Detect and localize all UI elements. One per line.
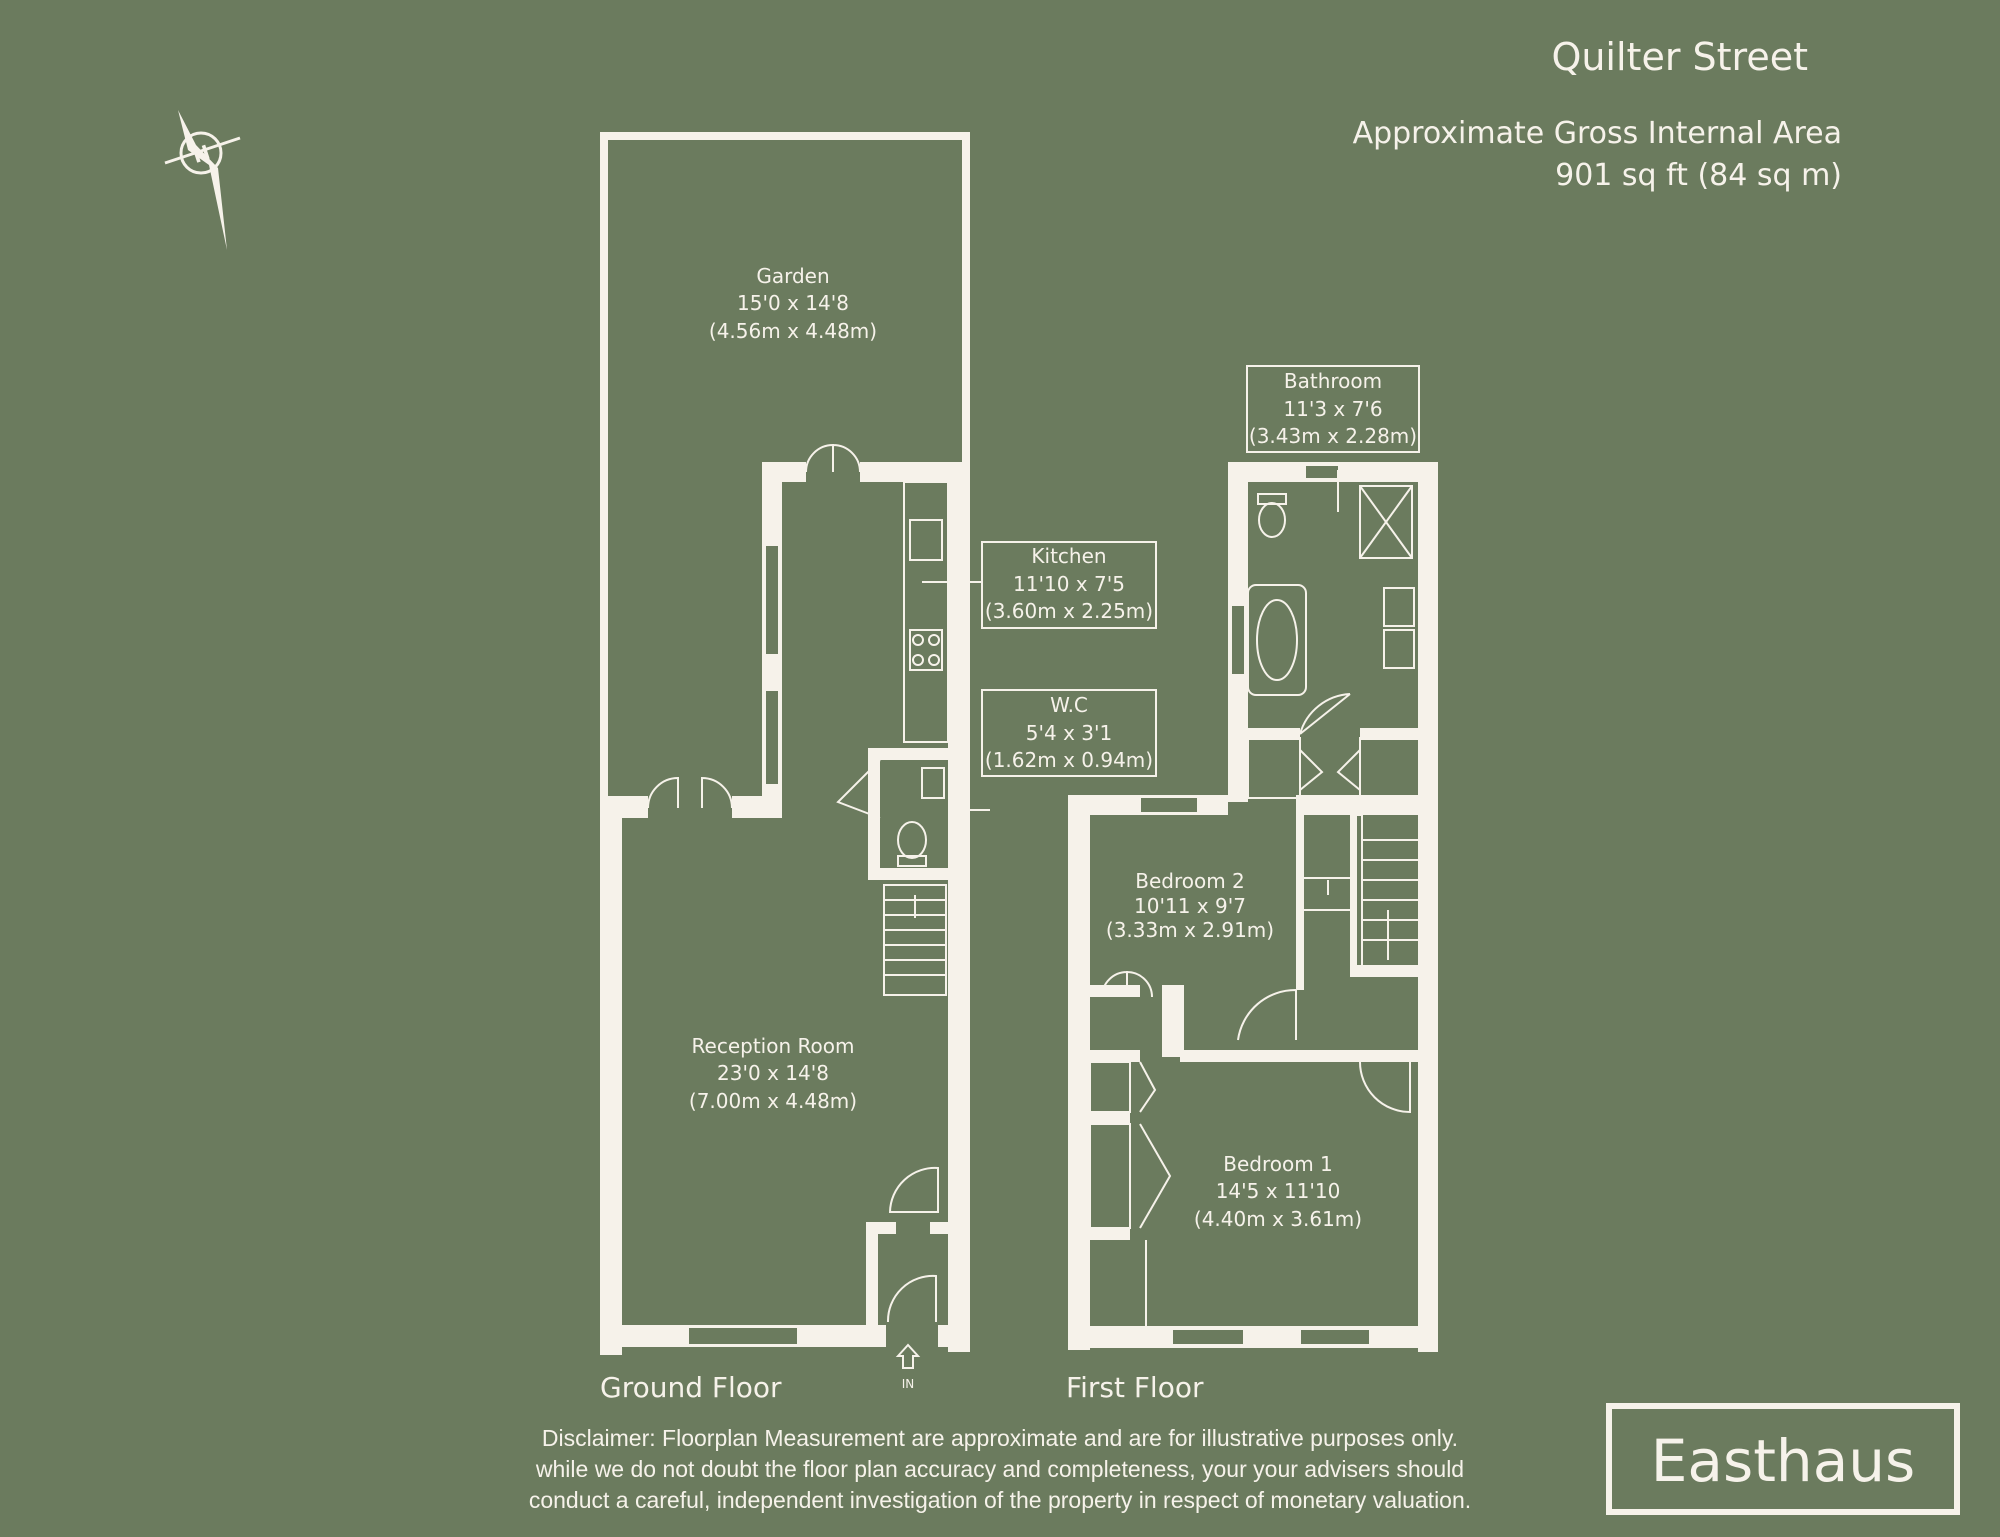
room-name: W.C: [1050, 693, 1088, 717]
disclaimer-line-3: conduct a careful, independent investiga…: [529, 1487, 1471, 1513]
room-name: Bedroom 2: [1135, 869, 1245, 893]
room-imperial: 23'0 x 14'8: [717, 1061, 829, 1085]
disclaimer-line-1: Disclaimer: Floorplan Measurement are ap…: [542, 1425, 1458, 1451]
room-metric: (3.33m x 2.91m): [1106, 918, 1274, 942]
room-metric: (7.00m x 4.48m): [689, 1089, 857, 1113]
room-metric: (1.62m x 0.94m): [985, 748, 1153, 772]
room-imperial: 15'0 x 14'8: [737, 291, 849, 315]
room-imperial: 11'10 x 7'5: [1013, 572, 1125, 596]
room-wc: W.C 5'4 x 3'1 (1.62m x 0.94m): [985, 693, 1153, 772]
room-metric: (4.40m x 3.61m): [1194, 1207, 1362, 1231]
room-bathroom: Bathroom 11'3 x 7'6 (3.43m x 2.28m): [1249, 369, 1417, 448]
brand-name: Easthaus: [1651, 1427, 1915, 1495]
room-name: Bedroom 1: [1223, 1152, 1333, 1176]
first-floor-label: First Floor: [1066, 1371, 1204, 1404]
room-name: Bathroom: [1284, 369, 1382, 393]
area-value: 901 sq ft (84 sq m): [1555, 158, 1842, 193]
room-imperial: 5'4 x 3'1: [1026, 721, 1112, 745]
room-metric: (4.56m x 4.48m): [709, 319, 877, 343]
disclaimer-line-2: while we do not doubt the floor plan acc…: [535, 1456, 1464, 1482]
wc-callout: [981, 689, 1157, 777]
room-imperial: 10'11 x 9'7: [1134, 894, 1246, 918]
room-metric: (3.43m x 2.28m): [1249, 424, 1417, 448]
room-bedroom-2: Bedroom 2 10'11 x 9'7 (3.33m x 2.91m): [1106, 869, 1274, 942]
room-name: Garden: [756, 264, 829, 288]
bathroom-callout: [1246, 365, 1420, 453]
ground-floor-label: Ground Floor: [600, 1371, 782, 1404]
kitchen-callout: [981, 541, 1157, 629]
entry-label: IN: [902, 1377, 915, 1391]
compass-letter: N: [190, 140, 213, 168]
ground-floor-plan: IN: [600, 132, 990, 1391]
room-imperial: 11'3 x 7'6: [1283, 397, 1382, 421]
room-name: Reception Room: [692, 1034, 855, 1058]
street-title: Quilter Street: [1551, 35, 1808, 79]
room-bedroom-1: Bedroom 1 14'5 x 11'10 (4.40m x 3.61m): [1194, 1152, 1362, 1231]
room-reception: Reception Room 23'0 x 14'8 (7.00m x 4.48…: [689, 1034, 857, 1113]
brand-logo: Easthaus: [1606, 1403, 1960, 1515]
room-kitchen: Kitchen 11'10 x 7'5 (3.60m x 2.25m): [985, 544, 1153, 623]
room-name: Kitchen: [1031, 544, 1106, 568]
area-title: Approximate Gross Internal Area: [1353, 116, 1842, 151]
room-metric: (3.60m x 2.25m): [985, 599, 1153, 623]
first-floor-plan: [1068, 462, 1438, 1352]
room-garden: Garden 15'0 x 14'8 (4.56m x 4.48m): [709, 264, 877, 343]
compass-icon: N: [164, 110, 241, 250]
room-imperial: 14'5 x 11'10: [1216, 1179, 1341, 1203]
